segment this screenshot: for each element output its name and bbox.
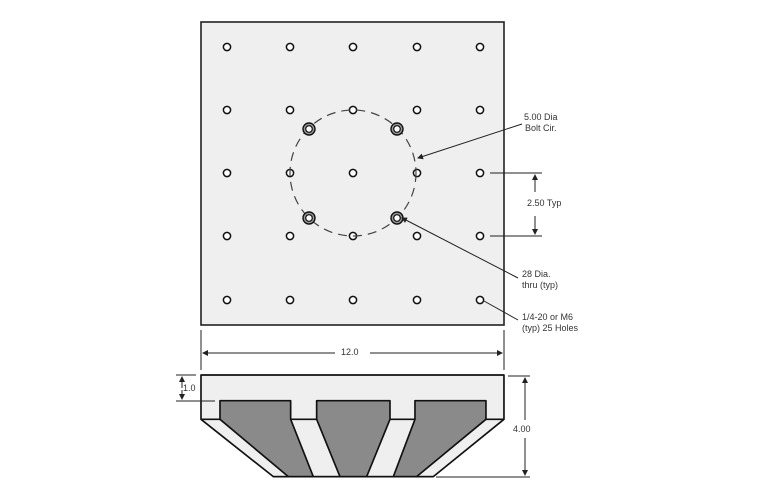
thru-hole-leader (401, 217, 519, 279)
thru-hole-label: 28 Dia. thru (typ) (522, 269, 558, 291)
bolt-circle-leader (417, 123, 523, 160)
side-view (200, 374, 505, 478)
tapped-hole (412, 231, 422, 241)
tapped-hole (348, 42, 358, 52)
thru-hole (390, 211, 404, 225)
bolt-circle-label-line1: 5.00 Dia (524, 112, 558, 122)
tapped-hole (475, 168, 485, 178)
tapped-hole (222, 295, 232, 305)
tapped-hole (222, 42, 232, 52)
tapped-hole (285, 295, 295, 305)
tapped-holes-label-line2: (typ) 25 Holes (522, 323, 579, 333)
thru-holes (302, 122, 404, 225)
tapped-holes-grid (222, 42, 485, 305)
tapped-hole (348, 295, 358, 305)
thru-hole (390, 122, 404, 136)
tapped-hole (412, 42, 422, 52)
bolt-circle (289, 109, 417, 237)
tapped-hole (475, 231, 485, 241)
tapped-hole (412, 295, 422, 305)
tapped-hole (222, 105, 232, 115)
tapped-hole (285, 231, 295, 241)
tapped-hole (222, 231, 232, 241)
width-label: 12.0 (341, 347, 359, 357)
bolt-circle-label-line2: Bolt Cir. (525, 123, 557, 133)
tapped-holes-label: 1/4-20 or M6 (typ) 25 Holes (522, 312, 578, 334)
tapped-hole (475, 42, 485, 52)
tapped-hole (285, 105, 295, 115)
thru-hole (302, 122, 316, 136)
thru-hole-label-line2: thru (typ) (522, 280, 559, 290)
thru-hole-label-line1: 28 Dia. (522, 269, 551, 279)
height-label: 4.00 (513, 424, 531, 435)
tapped-hole (222, 168, 232, 178)
tapped-holes-label-line1: 1/4-20 or M6 (522, 312, 574, 322)
tapped-hole (475, 105, 485, 115)
thru-hole (302, 211, 316, 225)
tapped-hole (412, 105, 422, 115)
tapped-hole (475, 295, 485, 305)
bolt-circle-label: 5.00 Dia Bolt Cir. (524, 112, 558, 134)
tapped-hole (285, 42, 295, 52)
tapped-hole (348, 168, 358, 178)
spacing-label: 2.50 Typ (527, 198, 562, 209)
tapped-hole-leader (483, 300, 519, 321)
thickness-label: 1.0 (183, 383, 196, 393)
tapped-hole (412, 168, 422, 178)
